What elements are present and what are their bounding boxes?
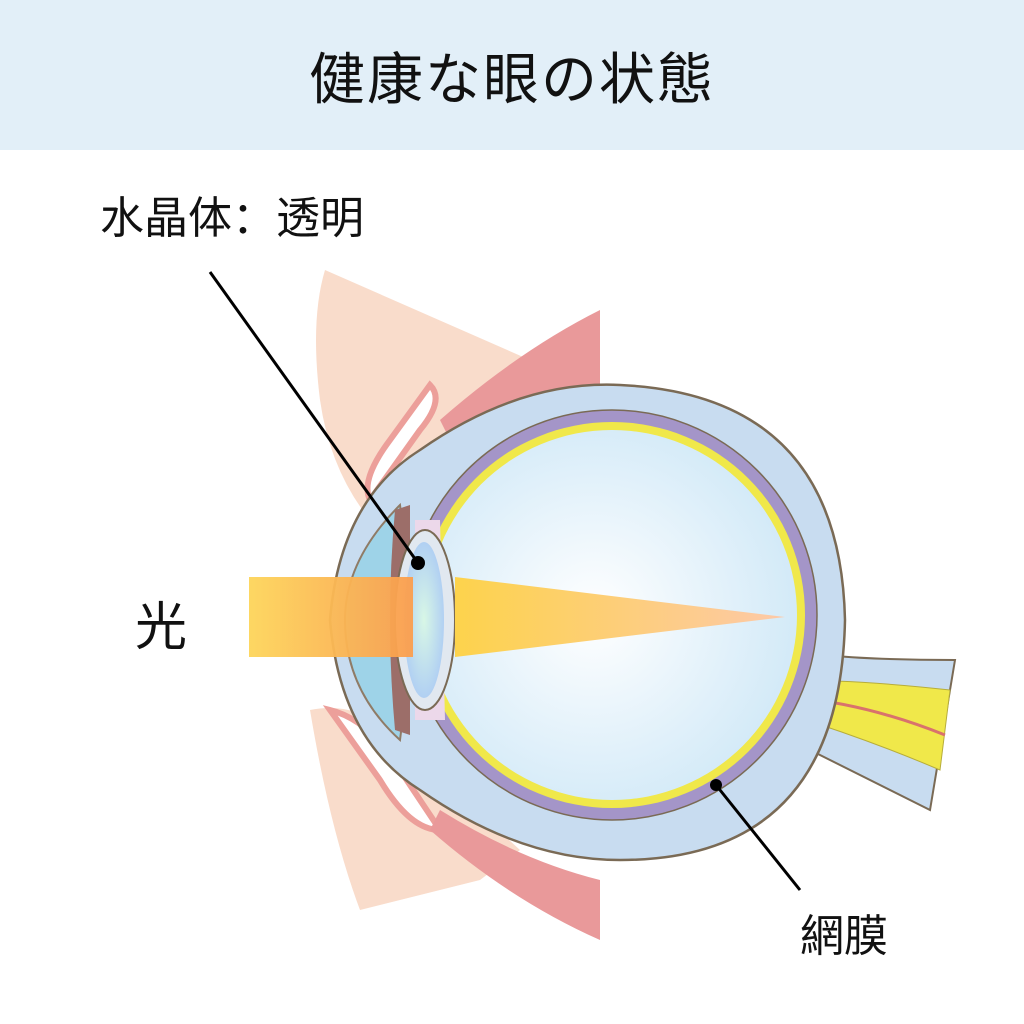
retina-leader-line [714,784,802,891]
light-beam-incoming [249,577,413,657]
light-beam-focused [455,577,785,657]
title-banner: 健康な眼の状態 [0,0,1024,150]
lens-core [404,542,444,698]
upper-muscle [440,310,600,440]
lower-muscle [430,810,600,940]
light-label: 光 [135,598,188,658]
retina-leader-dot [710,779,722,791]
lens-label: 水晶体：透明 [100,193,364,244]
page-title: 健康な眼の状態 [309,47,715,113]
lens-leader-dot [411,556,425,570]
retina-label: 網膜 [800,911,888,962]
lens-leader-line [208,271,420,564]
